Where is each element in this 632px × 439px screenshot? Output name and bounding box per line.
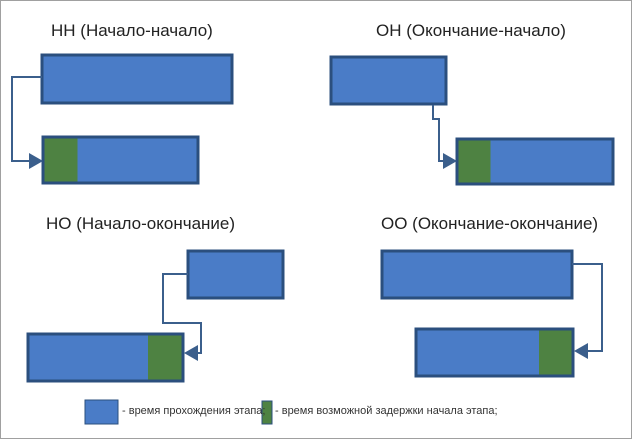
title-start-to-finish: НО (Начало-окончание) bbox=[46, 214, 236, 233]
legend-lag-swatch bbox=[261, 400, 273, 425]
ss-predecessor-bar bbox=[40, 53, 234, 105]
fs-lag-segment bbox=[458, 140, 491, 183]
ff-predecessor-bar bbox=[380, 249, 574, 300]
sf-predecessor-bar bbox=[186, 249, 285, 300]
ff-lag-segment bbox=[539, 330, 572, 375]
ss-connector-arrow bbox=[11, 76, 43, 169]
sf-lag-segment bbox=[148, 335, 182, 380]
title-finish-to-start: ОН (Окончание-начало) bbox=[376, 21, 566, 40]
legend-duration-swatch bbox=[84, 399, 119, 425]
ff-connector-arrow bbox=[572, 263, 603, 359]
title-start-to-start: НН (Начало-начало) bbox=[51, 21, 213, 40]
fs-predecessor-bar bbox=[329, 55, 448, 106]
ss-lag-segment bbox=[44, 138, 78, 182]
legend-duration-label: - время прохождения этапа; bbox=[122, 405, 266, 417]
sf-connector-arrow bbox=[162, 273, 202, 361]
fs-connector-arrow bbox=[432, 105, 457, 169]
title-finish-to-finish: ОО (Окончание-окончание) bbox=[381, 214, 599, 233]
legend-lag-label: - время возможной задержки начала этапа; bbox=[275, 405, 498, 417]
